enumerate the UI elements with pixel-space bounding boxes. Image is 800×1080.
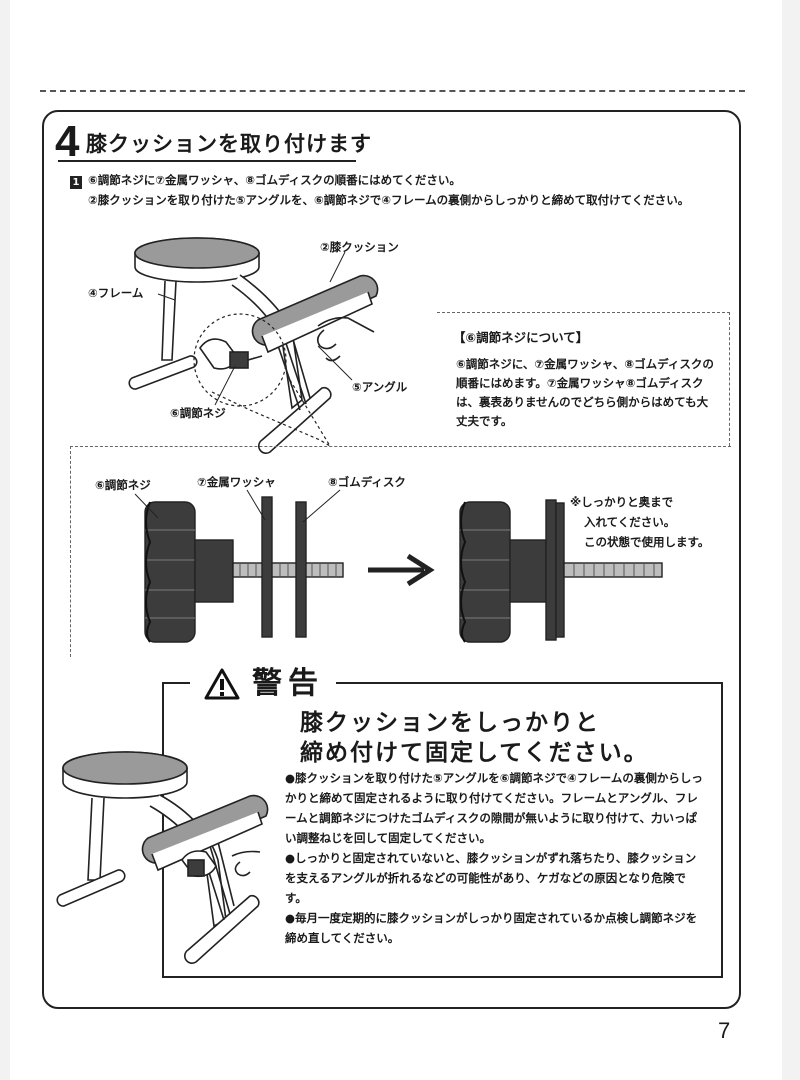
label-angle: ⑤アングル xyxy=(352,380,408,394)
instruction-marker: 1 xyxy=(70,176,82,189)
detail-label-adjust-screw: ⑥調節ネジ xyxy=(95,478,151,492)
side-note-line-1: ※しっかりと奥まで xyxy=(570,495,674,509)
step-title: 膝クッションを取り付けます xyxy=(86,132,372,156)
side-note-line-2: 入れてください。 xyxy=(584,515,676,529)
detail-label-rubber-disk: ⑧ゴムディスク xyxy=(328,475,406,489)
warning-item-1: ●膝クッションを取り付けた⑤アングルを⑥調節ネジで④フレームの裏側からしっかりと… xyxy=(285,771,703,845)
metal-washer xyxy=(261,496,273,638)
warning-box xyxy=(162,682,723,978)
top-dashed-divider xyxy=(40,90,745,92)
warning-main-text: 膝クッションをしっかりと 締め付けて固定してください。 xyxy=(300,708,649,768)
warning-heading-text: 警告 xyxy=(252,666,324,701)
manual-page xyxy=(10,0,782,1080)
step-number: 4 xyxy=(55,117,80,166)
warning-heading: 警告 xyxy=(190,664,336,704)
note-title: 【⑥調節ネジについて】 xyxy=(453,330,589,345)
note-box xyxy=(437,312,730,446)
note-body: ⑥調節ネジに、⑦金属ワッシャ、⑧ゴムディスクの順番にはめます。⑦金属ワッシャ⑧ゴ… xyxy=(456,357,714,428)
label-frame: ④フレーム xyxy=(88,286,144,300)
label-adjust-screw: ⑥調節ネジ xyxy=(170,406,226,420)
step-title-underline xyxy=(58,160,356,162)
page-number: 7 xyxy=(718,1018,731,1043)
warning-main-line-2: 締め付けて固定してください。 xyxy=(300,740,649,766)
side-note-line-3: この状態で使用します。 xyxy=(584,535,710,549)
adjust-screw-knob-assembled xyxy=(459,499,565,643)
step-frame xyxy=(42,110,741,1009)
adjust-screw-knob-exploded xyxy=(144,501,234,643)
instruction-line-2: ②膝クッションを取り付けた⑤アングルを、⑥調節ネジで④フレームの裏側からしっかり… xyxy=(88,193,690,207)
warning-main-line-1: 膝クッションをしっかりと xyxy=(300,710,600,736)
rubber-disk xyxy=(295,501,307,638)
right-arrow-icon xyxy=(368,553,435,587)
detail-box xyxy=(70,446,731,657)
warning-item-3: ●毎月一度定期的に膝クッションがしっかり固定されているか点検し調節ネジを締め直し… xyxy=(285,911,698,945)
detail-label-metal-washer: ⑦金属ワッシャ xyxy=(197,475,276,489)
warning-item-2: ●しっかりと固定されていないと、膝クッションがずれ落ちたり、膝クッションを支える… xyxy=(285,851,697,905)
label-knee-cushion: ②膝クッション xyxy=(320,240,399,254)
warning-list: ●膝クッションを取り付けた⑤アングルを⑥調節ネジで④フレームの裏側からしっかりと… xyxy=(285,768,705,948)
warning-triangle-icon xyxy=(204,668,240,700)
side-note: ※しっかりと奥まで 入れてください。 この状態で使用します。 xyxy=(570,492,709,552)
